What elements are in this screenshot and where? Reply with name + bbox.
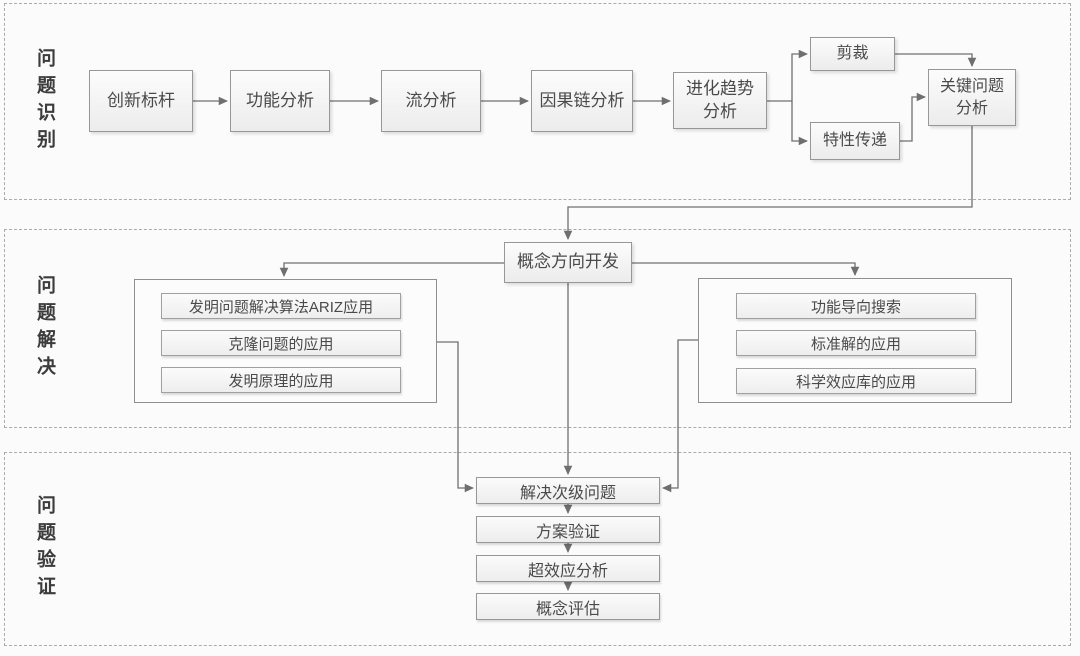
node-innovation-benchmark: 创新标杆 (89, 70, 193, 132)
group-knowledge-methods: 功能导向搜索 标准解的应用 科学效应库的应用 (698, 278, 1012, 403)
zone-problem-verification: 问题验证 (4, 452, 1071, 646)
zone-label-problem-verification: 问题验证 (34, 495, 55, 603)
node-causal-chain-analysis: 因果链分析 (531, 70, 633, 132)
node-standard-solution-application: 标准解的应用 (736, 330, 976, 356)
node-solve-secondary-problems: 解决次级问题 (476, 477, 660, 504)
node-function-oriented-search: 功能导向搜索 (736, 293, 976, 319)
node-ariz-application: 发明问题解决算法ARIZ应用 (161, 293, 401, 319)
node-scientific-effects-library-application: 科学效应库的应用 (736, 368, 976, 394)
zone-label-problem-solving: 问题解决 (34, 274, 55, 383)
zone-label-problem-identification: 问题识别 (34, 47, 55, 156)
node-flow-analysis: 流分析 (381, 70, 481, 132)
zone-problem-identification: 问题识别 (4, 3, 1071, 200)
node-feature-transfer: 特性传递 (810, 122, 900, 160)
node-concept-direction-development: 概念方向开发 (504, 242, 632, 283)
node-trimming: 剪裁 (810, 37, 895, 71)
node-key-problem-analysis: 关键问题分析 (928, 69, 1016, 126)
node-clone-problem-application: 克隆问题的应用 (161, 330, 401, 356)
group-ariz-methods: 发明问题解决算法ARIZ应用 克隆问题的应用 发明原理的应用 (134, 279, 437, 403)
node-function-analysis: 功能分析 (230, 70, 330, 132)
node-evolution-trend-analysis: 进化趋势分析 (673, 72, 767, 129)
node-solution-verification: 方案验证 (476, 516, 660, 543)
zone-problem-solving: 问题解决 (4, 229, 1071, 428)
node-concept-evaluation: 概念评估 (476, 593, 660, 620)
node-super-effect-analysis: 超效应分析 (476, 555, 660, 582)
node-invention-principle-application: 发明原理的应用 (161, 367, 401, 393)
